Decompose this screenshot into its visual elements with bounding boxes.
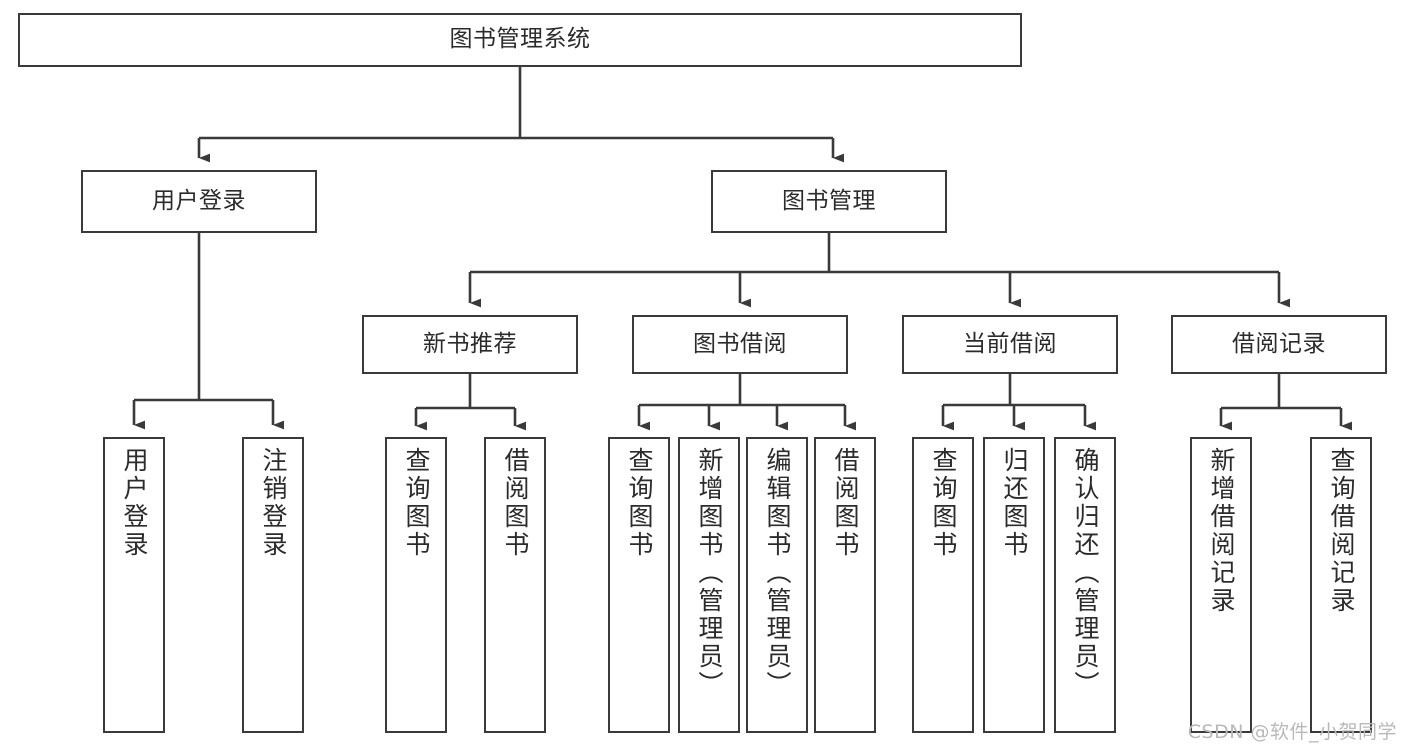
node-current-borrow[interactable]: 当前借阅	[902, 315, 1118, 374]
node-root[interactable]: 图书管理系统	[18, 13, 1022, 67]
node-book-manage-label: 图书管理	[782, 187, 876, 214]
leaf-borrow-book-borrow-label: 借阅图书	[831, 447, 860, 559]
leaf-edit-book-admin-label: 编辑图书（管理员）	[763, 447, 792, 699]
node-book-manage[interactable]: 图书管理	[711, 170, 947, 233]
node-user-login[interactable]: 用户登录	[81, 170, 317, 233]
leaf-borrow-book-borrow[interactable]: 借阅图书	[814, 437, 876, 733]
leaf-query-book-current-label: 查询图书	[929, 447, 958, 559]
leaf-query-borrow-record-label: 查询借阅记录	[1327, 447, 1356, 615]
leaf-edit-book-admin[interactable]: 编辑图书（管理员）	[746, 437, 808, 733]
watermark: CSDN @软件_小贺同学	[1187, 721, 1397, 743]
leaf-add-borrow-record[interactable]: 新增借阅记录	[1190, 437, 1252, 733]
leaf-confirm-return-admin[interactable]: 确认归还（管理员）	[1054, 437, 1116, 733]
leaf-return-book[interactable]: 归还图书	[983, 437, 1045, 733]
node-user-login-label: 用户登录	[152, 187, 246, 214]
leaf-return-book-label: 归还图书	[1000, 447, 1029, 559]
node-borrow-record-label: 借阅记录	[1232, 330, 1326, 357]
leaf-query-borrow-record[interactable]: 查询借阅记录	[1310, 437, 1372, 733]
node-new-book-recommend-label: 新书推荐	[423, 330, 517, 357]
leaf-user-login[interactable]: 用户登录	[103, 437, 165, 733]
leaf-user-logout[interactable]: 注销登录	[242, 437, 304, 733]
node-book-borrow[interactable]: 图书借阅	[632, 315, 848, 374]
leaf-query-book-recommend[interactable]: 查询图书	[385, 437, 447, 733]
leaf-confirm-return-admin-label: 确认归还（管理员）	[1071, 447, 1100, 699]
leaf-borrow-book-recommend[interactable]: 借阅图书	[484, 437, 546, 733]
node-current-borrow-label: 当前借阅	[963, 330, 1057, 357]
leaf-add-book-admin-label: 新增图书（管理员）	[695, 447, 724, 699]
node-root-label: 图书管理系统	[449, 26, 591, 53]
node-borrow-record[interactable]: 借阅记录	[1171, 315, 1387, 374]
leaf-add-borrow-record-label: 新增借阅记录	[1207, 447, 1236, 615]
node-book-borrow-label: 图书借阅	[693, 330, 787, 357]
node-new-book-recommend[interactable]: 新书推荐	[362, 315, 578, 374]
leaf-borrow-book-recommend-label: 借阅图书	[501, 447, 530, 559]
leaf-user-logout-label: 注销登录	[259, 447, 288, 559]
leaf-query-book-borrow[interactable]: 查询图书	[608, 437, 670, 733]
leaf-add-book-admin[interactable]: 新增图书（管理员）	[678, 437, 740, 733]
leaf-query-book-borrow-label: 查询图书	[625, 447, 654, 559]
leaf-query-book-current[interactable]: 查询图书	[912, 437, 974, 733]
leaf-query-book-recommend-label: 查询图书	[402, 447, 431, 559]
leaf-user-login-label: 用户登录	[120, 447, 149, 559]
